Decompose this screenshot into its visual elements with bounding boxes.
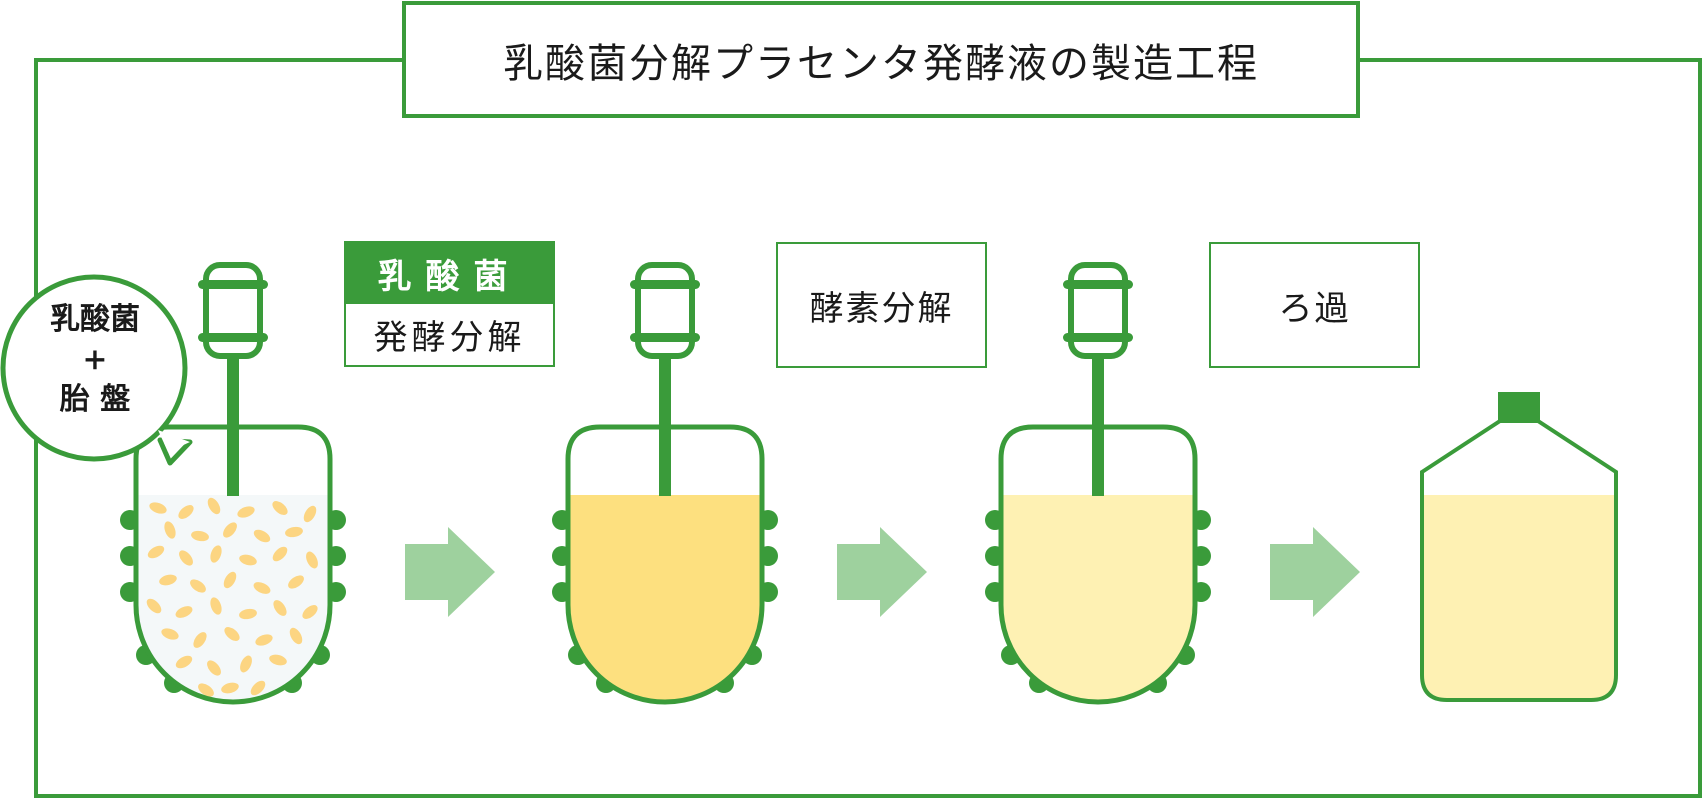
ingredients-speech-bubble bbox=[0, 274, 193, 466]
step-3-label-text: ろ過 bbox=[1278, 288, 1351, 329]
bubble-text: 乳酸菌 + 胎 盤 bbox=[10, 300, 180, 420]
decomposed-liquid bbox=[1001, 495, 1195, 702]
arrow-right-icon bbox=[1270, 527, 1360, 617]
fermented-liquid bbox=[568, 495, 762, 702]
step-1-label: 乳酸菌 発酵分解 bbox=[344, 241, 555, 367]
tank-2 bbox=[552, 262, 778, 705]
diagram-title: 乳酸菌分解プラセンタ発酵液の製造工程 bbox=[503, 40, 1259, 87]
bubble-line-1: 乳酸菌 bbox=[50, 302, 140, 337]
bubble-line-3: 胎 盤 bbox=[59, 382, 131, 417]
step-2-label: 酵素分解 bbox=[776, 242, 987, 368]
arrow-right-icon bbox=[405, 527, 495, 617]
tank-3 bbox=[985, 262, 1211, 705]
tank-1-shaft bbox=[227, 352, 239, 496]
step-1-label-bottom: 発酵分解 bbox=[373, 318, 526, 358]
bottle-cap bbox=[1498, 392, 1540, 422]
bacteria-particles bbox=[146, 497, 318, 697]
step-1-label-top: 乳酸菌 bbox=[346, 243, 553, 304]
tank-1 bbox=[120, 262, 346, 705]
arrow-right-icon bbox=[837, 527, 927, 617]
tank-1-motor bbox=[198, 262, 268, 359]
product-bottle bbox=[1420, 392, 1618, 702]
step-2-label-text: 酵素分解 bbox=[809, 288, 954, 329]
step-3-label: ろ過 bbox=[1209, 242, 1420, 368]
bubble-line-2: + bbox=[82, 342, 108, 377]
diagram-title-box: 乳酸菌分解プラセンタ発酵液の製造工程 bbox=[402, 1, 1360, 118]
